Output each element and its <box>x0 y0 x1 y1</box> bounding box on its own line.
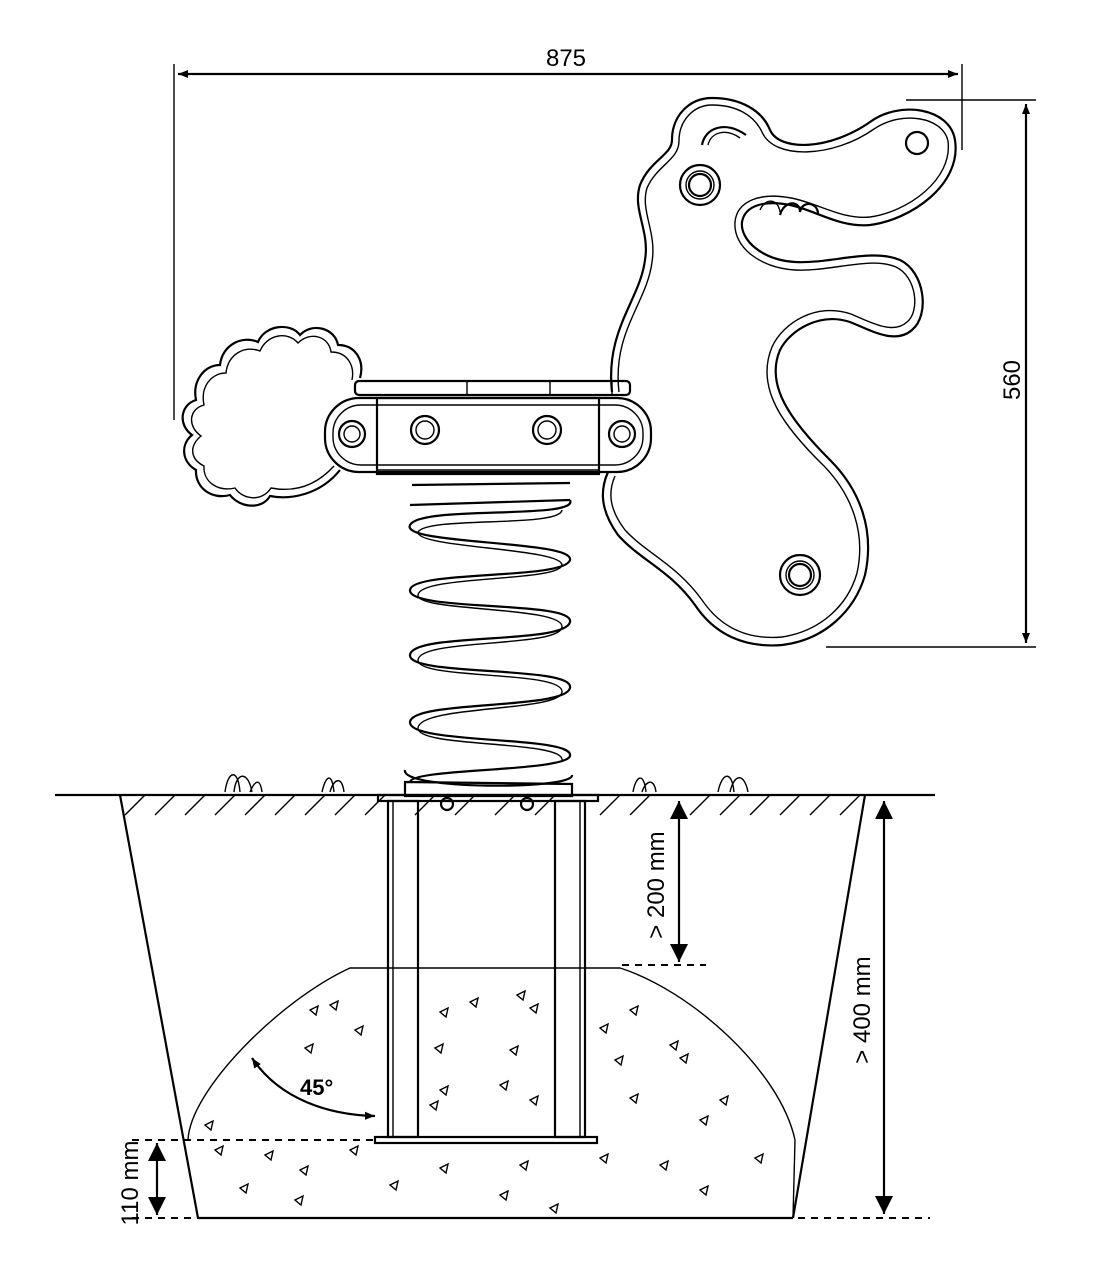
depth-200-label: > 200 mm <box>643 831 670 938</box>
width-dimension: 875 <box>173 45 963 420</box>
depth-200-dimension: > 200 mm <box>622 801 706 966</box>
angle-label: 45° <box>300 1075 333 1100</box>
height-dimension: 560 <box>826 99 1036 648</box>
angle-indicator: 45° <box>251 1057 376 1120</box>
aggregate <box>203 989 765 1215</box>
seat-assembly <box>323 379 653 476</box>
dinosaur-body <box>601 96 957 647</box>
depth-400-dimension: > 400 mm <box>798 801 930 1219</box>
base-110-label: 110 mm <box>117 1141 144 1226</box>
depth-400-label: > 400 mm <box>849 956 876 1063</box>
anchor-posts <box>373 793 600 1145</box>
width-label: 875 <box>546 45 586 72</box>
height-label: 560 <box>999 360 1026 400</box>
spring <box>403 481 574 798</box>
tail-flower <box>181 325 363 507</box>
base-110-dimension: 110 mm <box>117 1139 375 1226</box>
foundation-pit <box>118 794 867 1220</box>
